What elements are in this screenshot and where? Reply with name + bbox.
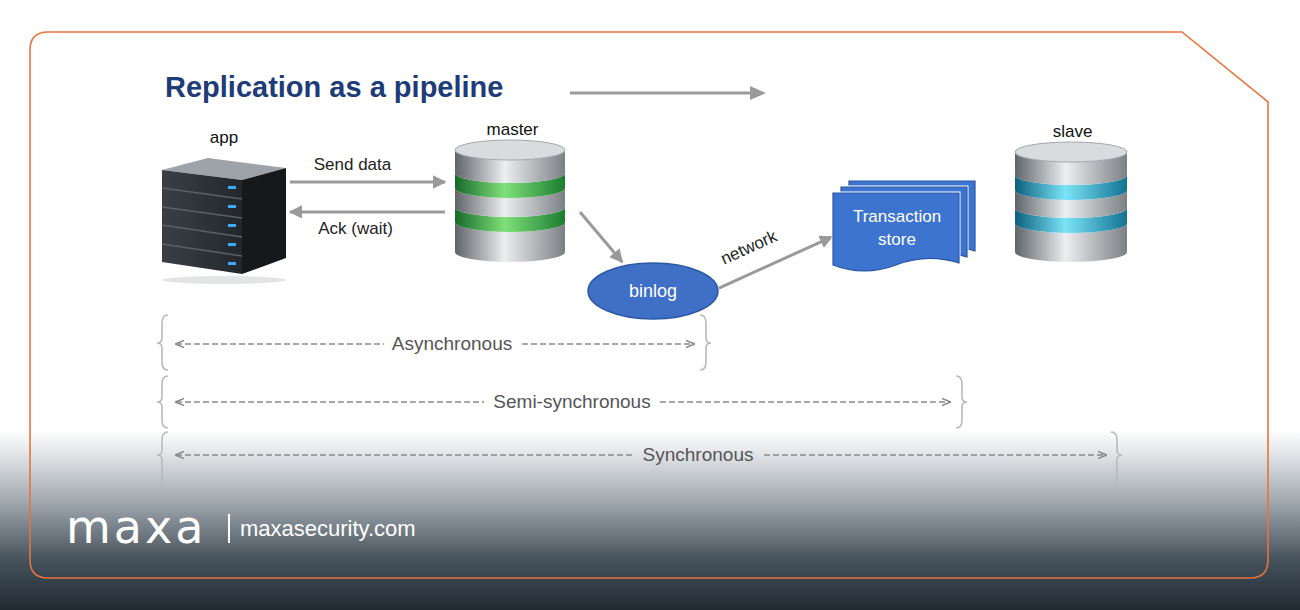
database-node: master — [445, 120, 580, 260]
node-label: binlog — [587, 262, 719, 320]
pipeline-arrow — [570, 86, 766, 100]
edge-label: Send data — [314, 155, 392, 175]
flow-arrow — [290, 180, 445, 183]
database-node: slave — [1005, 122, 1140, 260]
document-outline — [832, 180, 977, 278]
database-icon — [1015, 142, 1127, 262]
database-icon — [455, 140, 565, 262]
span-line — [176, 344, 1106, 455]
logo-text: maxa — [66, 500, 206, 554]
server-node: app — [158, 128, 290, 275]
ellipse-shape — [588, 263, 718, 319]
span-label: Asynchronous — [392, 333, 512, 355]
card-outline — [30, 32, 1268, 578]
binlog-ellipse: binlog — [587, 262, 719, 320]
node-label: master — [445, 120, 580, 140]
page-shape — [833, 193, 959, 271]
edge-label: Ack (wait) — [318, 219, 393, 239]
edge-label: network — [717, 227, 779, 270]
logo-separator — [228, 514, 230, 543]
node-label: app — [158, 128, 290, 148]
diagram-title: Replication as a pipeline — [165, 71, 503, 104]
document-stack: Transaction store — [832, 180, 977, 278]
span-label: Semi-synchronous — [493, 391, 650, 413]
node-label: Transaction store — [836, 196, 958, 260]
flow-arrow — [580, 212, 622, 262]
span-label: Synchronous — [643, 444, 754, 466]
server-icon — [162, 158, 286, 284]
node-label: slave — [1005, 122, 1140, 142]
bracket — [157, 315, 1122, 486]
flow-arrow — [290, 210, 445, 213]
page-shape — [833, 193, 959, 271]
website-text: maxasecurity.com — [240, 516, 416, 542]
